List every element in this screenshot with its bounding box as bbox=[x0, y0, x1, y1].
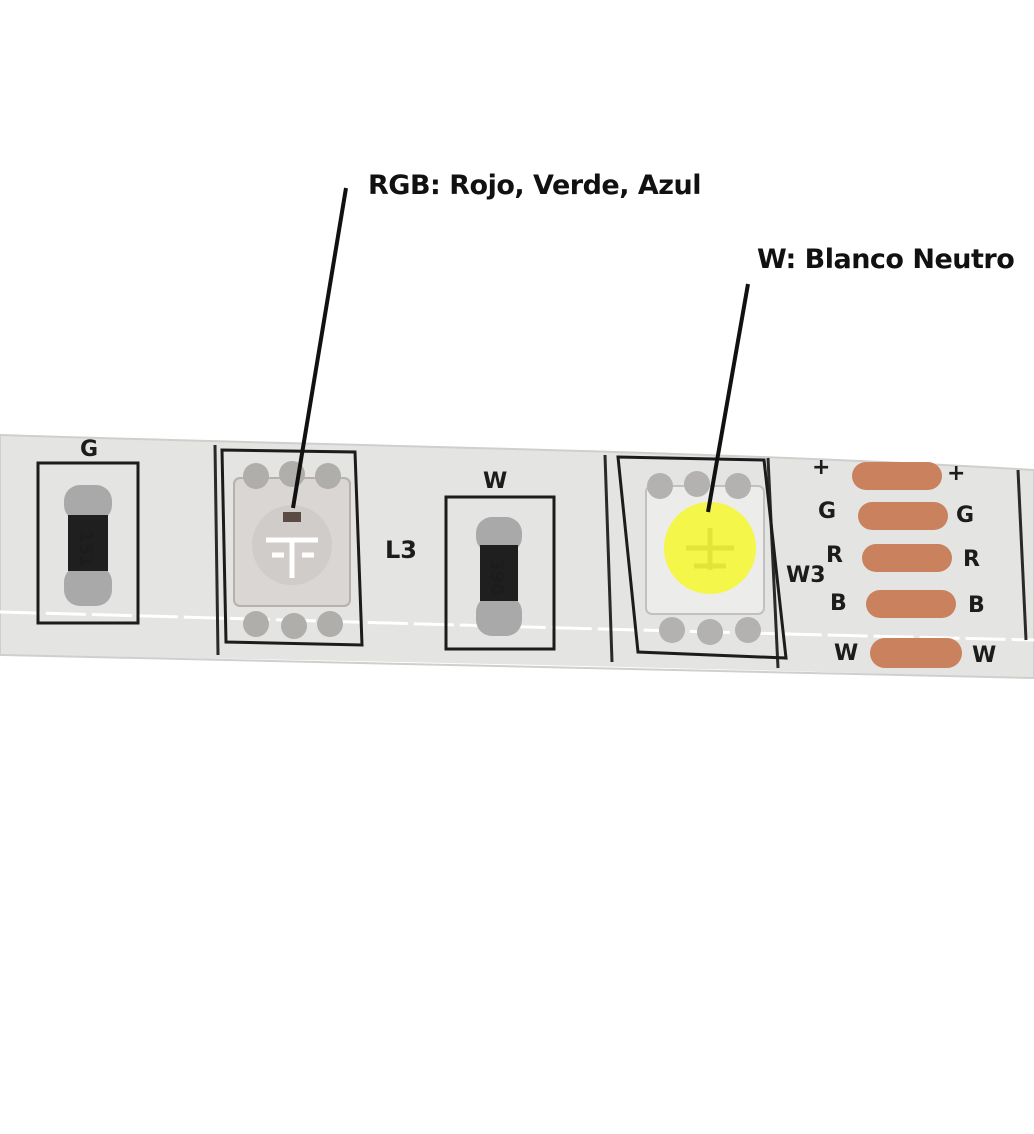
resistor-1-channel-label: G bbox=[80, 437, 98, 462]
rgb-led-pin bbox=[243, 611, 269, 637]
segment-divider bbox=[213, 444, 220, 656]
callout-rgb-label: RGB: Rojo, Verde, Azul bbox=[368, 170, 701, 201]
white-led-pin bbox=[659, 617, 685, 643]
rgb-led-outline bbox=[220, 448, 364, 647]
rgb-led-pin bbox=[281, 613, 307, 639]
led-1-reference: L3 bbox=[385, 536, 417, 564]
next-segment-divider bbox=[1016, 469, 1028, 641]
rgb-led-wire-pattern bbox=[266, 537, 318, 578]
pad-label-right: B bbox=[968, 593, 985, 618]
resistor-1-cap-top bbox=[64, 485, 112, 521]
segment-divider bbox=[766, 457, 780, 669]
pad-label-right: W bbox=[972, 643, 996, 668]
resistor-1-cap-bottom bbox=[64, 566, 112, 606]
white-led-pin bbox=[684, 471, 710, 497]
rgb-led-pin bbox=[243, 463, 269, 489]
resistor-2-cap-bottom bbox=[476, 596, 522, 636]
pad-label-right: G bbox=[956, 503, 974, 528]
strip-seam-line bbox=[0, 610, 1034, 642]
white-led-pin bbox=[697, 619, 723, 645]
white-led-pin bbox=[725, 473, 751, 499]
rgb-led-die bbox=[283, 512, 301, 522]
copper-pad-g bbox=[858, 502, 948, 530]
white-led-pin bbox=[647, 473, 673, 499]
pad-label-left: R bbox=[826, 543, 843, 568]
copper-pad-b bbox=[866, 590, 956, 618]
rgb-led-pin bbox=[315, 463, 341, 489]
led-2-reference: W3 bbox=[786, 563, 826, 588]
pad-label-right: + bbox=[947, 461, 965, 486]
pad-label-left: B bbox=[830, 591, 847, 616]
resistor-2-channel-label: W bbox=[483, 469, 507, 494]
white-led-wire-pattern bbox=[686, 528, 734, 570]
resistor-1-body bbox=[68, 515, 108, 571]
resistor-2-outline bbox=[444, 495, 556, 651]
copper-pad-w bbox=[870, 638, 962, 668]
copper-pad-r bbox=[862, 544, 952, 572]
resistor-2-cap-top bbox=[476, 517, 522, 553]
rgb-led-pin bbox=[317, 611, 343, 637]
resistor-1-code: 151 bbox=[75, 530, 96, 568]
resistor-2-code: 390 bbox=[486, 558, 507, 596]
copper-pad-plus bbox=[852, 462, 942, 490]
callout-w-label: W: Blanco Neutro bbox=[757, 244, 1015, 275]
resistor-1-outline bbox=[36, 461, 140, 625]
pad-label-right: R bbox=[963, 547, 980, 572]
segment-divider bbox=[603, 454, 614, 663]
white-led-pin bbox=[735, 617, 761, 643]
pad-label-left: W bbox=[834, 641, 858, 666]
callout-w-leader-line bbox=[706, 283, 750, 513]
pad-label-left: G bbox=[818, 499, 836, 524]
pad-label-left: + bbox=[812, 455, 830, 480]
callout-rgb-leader-line bbox=[291, 187, 348, 509]
resistor-2-body bbox=[480, 545, 518, 601]
solder-pads: + + G G R R B B W W bbox=[812, 455, 996, 668]
